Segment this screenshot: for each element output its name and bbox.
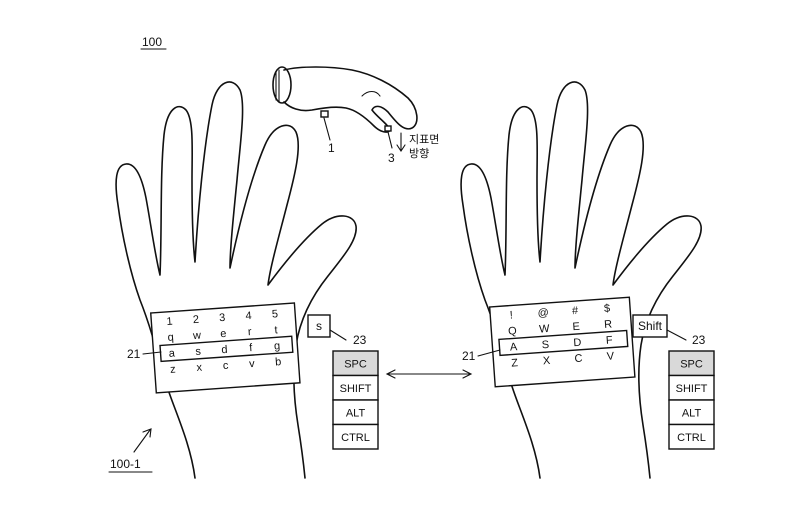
left-key-1-0: q	[167, 332, 174, 344]
left-modifier-stack: SPC SHIFT ALT CTRL	[332, 350, 379, 450]
figure-number: 100	[142, 35, 162, 49]
right-key-2-1: S	[541, 339, 549, 351]
finger-ref: 3	[388, 151, 395, 165]
right-key-0-1: @	[537, 307, 549, 320]
left-modifier-label-0: SPC	[344, 358, 367, 370]
right-keyboard-panel: ! @ # $ Q W E R A S D F Z X C V	[488, 296, 636, 388]
left-key-2-3: f	[249, 342, 254, 354]
right-modifier-label-1: SHIFT	[676, 383, 708, 395]
left-keyboard-panel: 1 2 3 4 5 q w e r t a s d f g z x c v b	[149, 302, 301, 394]
ring-ref: 1	[328, 141, 335, 155]
left-key-1-3: r	[247, 326, 252, 338]
right-modifier-label-0: SPC	[680, 358, 703, 370]
hand-with-ring	[283, 66, 418, 133]
right-modifier-key-2	[668, 399, 715, 426]
right-modifier-label-2: ALT	[682, 407, 702, 419]
right-selected-key-box	[632, 314, 668, 338]
direction-label-line1: 지표면	[409, 133, 439, 146]
left-selected-key: s	[316, 319, 322, 333]
device-ref: 100-1	[110, 457, 141, 471]
left-indicator-ref: 23	[353, 333, 367, 347]
left-keyboard-ref: 21	[127, 347, 141, 361]
right-key-0-0: !	[509, 309, 513, 321]
right-key-1-0: Q	[508, 325, 518, 338]
left-key-2-1: s	[195, 346, 202, 358]
right-indicator-ref: 23	[692, 333, 706, 347]
right-modifier-stack: SPC SHIFT ALT CTRL	[668, 350, 715, 450]
left-key-0-2: 3	[219, 312, 226, 324]
right-key-1-1: W	[539, 323, 551, 336]
right-keyboard-ref: 21	[462, 349, 476, 363]
ring-icon	[272, 66, 292, 104]
right-key-0-3: $	[604, 303, 611, 315]
left-key-2-4: g	[274, 340, 281, 352]
left-key-2-2: d	[221, 344, 228, 356]
right-key-3-3: V	[606, 350, 615, 363]
right-key-3-0: Z	[511, 357, 519, 369]
left-hand-outline	[115, 81, 357, 479]
left-key-3-4: b	[275, 356, 282, 368]
left-key-3-2: c	[222, 360, 229, 372]
direction-label-line2: 방향	[409, 147, 429, 160]
right-modifier-label-3: CTRL	[677, 432, 706, 444]
left-selected-key-box	[307, 314, 331, 338]
right-key-2-2: D	[573, 337, 582, 350]
right-key-2-3: F	[606, 334, 614, 346]
left-key-0-0: 1	[166, 316, 173, 328]
left-key-1-2: e	[220, 328, 227, 340]
left-key-3-0: z	[170, 363, 176, 375]
right-key-0-2: #	[572, 305, 580, 317]
right-modifier-key-3	[668, 423, 715, 450]
right-key-1-2: E	[572, 321, 580, 333]
left-modifier-label-1: SHIFT	[340, 383, 372, 395]
right-hand-outline	[460, 81, 702, 479]
left-key-3-1: x	[196, 362, 203, 374]
right-selected-row	[498, 329, 629, 357]
right-key-3-1: X	[542, 355, 551, 368]
left-key-2-0: a	[168, 347, 176, 359]
right-modifier-key-0	[668, 350, 715, 377]
left-modifier-key-3	[332, 423, 379, 450]
left-key-1-4: t	[274, 324, 278, 336]
left-selected-row	[159, 335, 294, 363]
right-key-2-0: A	[509, 341, 518, 354]
left-key-3-3: v	[249, 358, 256, 370]
left-key-0-3: 4	[245, 310, 252, 322]
left-key-1-1: w	[192, 330, 202, 343]
right-selected-key: Shift	[638, 319, 663, 333]
left-modifier-key-0	[332, 350, 379, 377]
right-key-3-2: C	[574, 353, 583, 366]
left-key-0-4: 5	[271, 308, 278, 320]
right-key-1-3: R	[604, 318, 613, 331]
left-key-0-1: 2	[192, 314, 199, 326]
right-modifier-key-1	[668, 374, 715, 401]
left-modifier-key-2	[332, 399, 379, 426]
left-modifier-label-2: ALT	[346, 407, 366, 419]
left-modifier-label-3: CTRL	[341, 432, 370, 444]
